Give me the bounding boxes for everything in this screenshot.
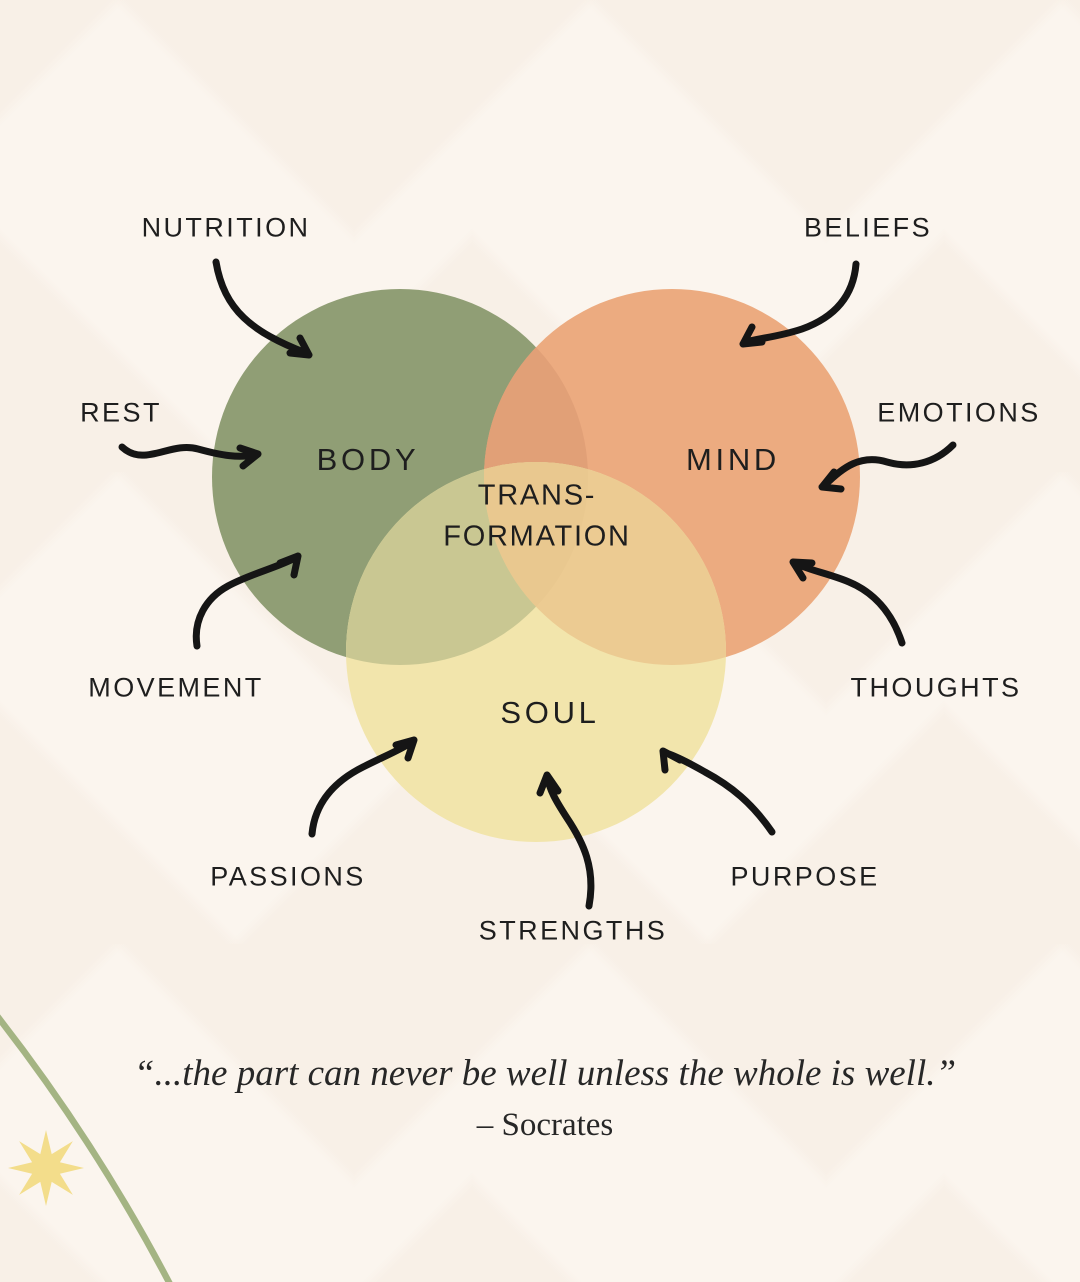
mind-circle-label: MIND <box>685 442 781 477</box>
center-label-line1: TRANS- <box>477 479 597 512</box>
arrow-thoughts <box>789 558 906 647</box>
arrows <box>118 258 957 910</box>
venn-circles <box>212 289 860 842</box>
arrow-nutrition <box>212 258 313 359</box>
starburst-icon <box>8 1130 84 1206</box>
factor-label-purpose: PURPOSE <box>730 861 880 892</box>
arrow-strengths <box>536 771 595 910</box>
factor-label-strengths: STRENGTHS <box>478 915 668 946</box>
center-overlap-label: TRANS- FORMATION <box>443 475 631 556</box>
factor-label-beliefs: BELIEFS <box>803 212 933 243</box>
arrow-passions <box>308 736 418 838</box>
arrow-rest <box>118 443 262 470</box>
arrow-movement <box>192 552 302 650</box>
factor-label-emotions: EMOTIONS <box>877 397 1041 428</box>
quote-attribution: – Socrates <box>476 1107 614 1143</box>
center-label-line2: FORMATION <box>443 520 631 552</box>
factor-label-rest: REST <box>80 397 162 428</box>
arrow-beliefs <box>739 260 860 348</box>
curved-line-decoration <box>0 1014 173 1282</box>
quote-text: “...the part can never be well unless th… <box>133 1053 957 1094</box>
body-circle-label: BODY <box>316 442 420 477</box>
factor-label-nutrition: NUTRITION <box>141 212 311 243</box>
quote-block: “...the part can never be well unless th… <box>134 1052 956 1144</box>
soul-circle-label: SOUL <box>500 695 600 730</box>
factor-label-movement: MOVEMENT <box>88 672 264 703</box>
factor-label-thoughts: THOUGHTS <box>850 672 1022 703</box>
arrow-emotions <box>818 441 957 493</box>
factor-label-passions: PASSIONS <box>210 861 366 892</box>
arrow-purpose <box>659 747 776 836</box>
